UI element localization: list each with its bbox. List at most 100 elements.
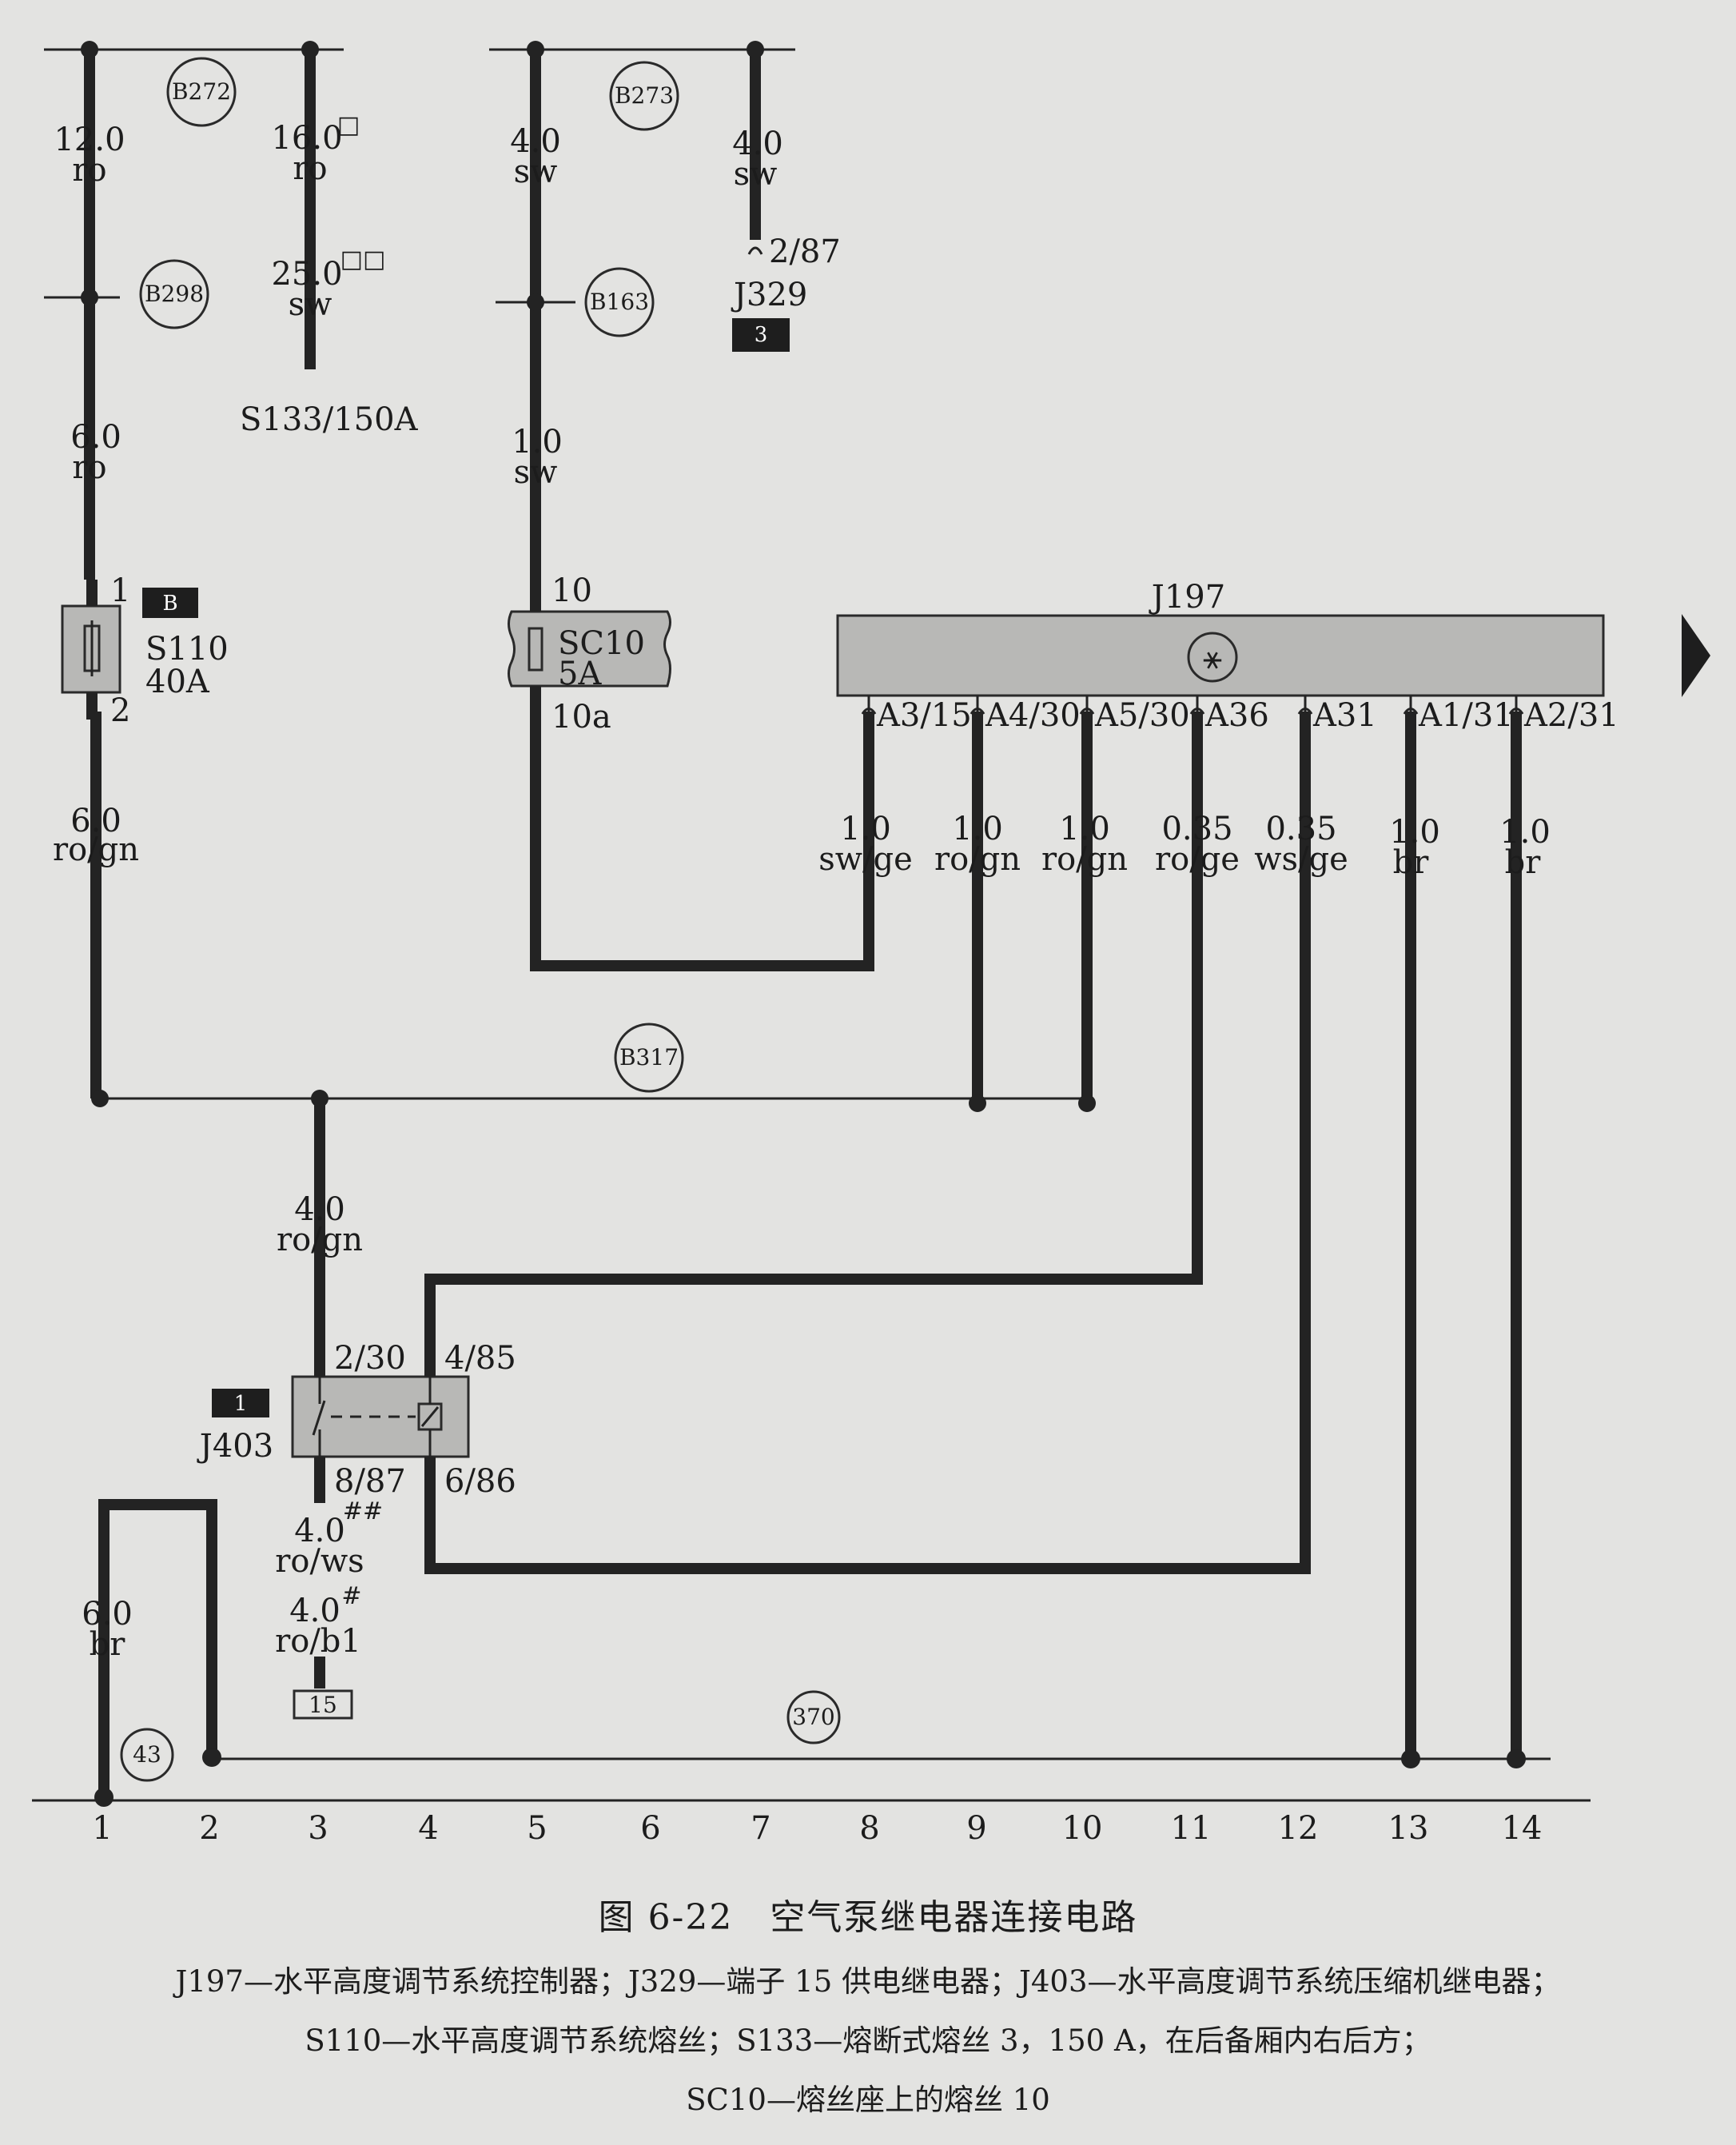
- figure-caption-line: J197—水平高度调节系统控制器；J329—端子 15 供电继电器；J403—水…: [175, 1964, 1561, 1999]
- svg-text:B273: B273: [615, 82, 674, 109]
- wire-size-label: 6.0: [82, 1596, 133, 1633]
- wire-color-label: ro/gn: [1041, 841, 1128, 878]
- j197-pin-a36: A36: [1204, 697, 1269, 734]
- j403-badge-text: 1: [234, 1392, 248, 1416]
- wire-mark: □□: [340, 245, 386, 273]
- control-unit-icon: [1187, 632, 1238, 683]
- wire-size-label: 4.0: [289, 1593, 340, 1629]
- fuse-icon: [528, 627, 543, 672]
- j197-pin-a4-30: A4/30: [985, 697, 1081, 734]
- wire-color-label: ws/ge: [1254, 841, 1348, 878]
- junction-dot: [1401, 1749, 1420, 1768]
- wire-size-label: 1.0: [840, 811, 891, 847]
- wire-color-label: br: [90, 1626, 126, 1663]
- wire-ground-col1-col2: [98, 1499, 217, 1799]
- wire-size-label: 16.0: [271, 120, 342, 157]
- wire-size-label: 1.0: [952, 811, 1003, 847]
- terminal-15-box: [293, 1689, 353, 1720]
- grid-number: 4: [418, 1810, 438, 1847]
- relay-switch-icon: [312, 1377, 416, 1457]
- wire-color-label: sw/ge: [818, 841, 913, 878]
- sc10-pin-top: 10: [551, 572, 592, 609]
- terminal-15-label: 15: [309, 1692, 337, 1718]
- wire-color-label: br: [1505, 844, 1542, 881]
- wire-size-label: 6.0: [70, 803, 121, 839]
- node-b272: B272: [166, 57, 237, 127]
- wire-sc10-to-j197-a3: [530, 712, 874, 971]
- wire-size-label: 6.0: [70, 419, 121, 456]
- sc10-name: SC10: [558, 625, 645, 662]
- wire-size-label: 1.0: [1389, 814, 1440, 851]
- wire-color-label: ro/ws: [275, 1543, 364, 1580]
- j197-pin-a3-15: A3/15: [876, 697, 972, 734]
- wire-color-label: ro/gn: [934, 841, 1021, 878]
- s110-badge-text: B: [162, 592, 177, 616]
- wire-size-label: 1.0: [1059, 811, 1110, 847]
- s110-pin-top: 1: [110, 572, 130, 609]
- svg-text:43: 43: [133, 1741, 161, 1768]
- s110-rating: 40A: [145, 664, 210, 700]
- junction-dot: [747, 41, 764, 58]
- j403-pin-out: 8/87: [334, 1463, 406, 1500]
- sc10-rating: 5A: [558, 656, 602, 692]
- grid-number: 13: [1388, 1810, 1429, 1847]
- junction-dot: [527, 293, 544, 311]
- control-unit-symbol: ⚹: [1203, 640, 1222, 676]
- svg-text:370: 370: [792, 1704, 834, 1730]
- junction-dot: [311, 1090, 328, 1107]
- grid-number: 10: [1062, 1810, 1103, 1847]
- wire-color-label: ro/gn: [277, 1222, 363, 1258]
- j197-pin-a1-31: A1/31: [1418, 697, 1514, 734]
- grid-number: 2: [199, 1810, 219, 1847]
- j197-pin-connectors: [861, 696, 1524, 715]
- wire-mark: ##: [343, 1497, 383, 1525]
- s133-label: S133/150A: [240, 401, 419, 438]
- wire-color-label: ro: [72, 152, 106, 189]
- figure-caption-title: 图 6-22 空气泵继电器连接电路: [598, 1897, 1138, 1938]
- junction-dot: [969, 1094, 986, 1112]
- svg-text:B163: B163: [590, 289, 649, 315]
- wire-color-label: sw: [289, 286, 332, 323]
- wiring-diagram: B272 B273 B298 B163 B317 370 43 12.0 ro …: [32, 41, 1710, 1847]
- wire-color-label: ro: [293, 150, 327, 187]
- wire-size-label: 1.0: [512, 424, 563, 460]
- junction-dot: [1507, 1749, 1526, 1768]
- grid-number: 14: [1502, 1810, 1543, 1847]
- s110-pin-bottom: 2: [110, 692, 130, 729]
- node-370: 370: [786, 1690, 841, 1744]
- j403-pin-in: 2/30: [334, 1340, 406, 1377]
- s110-name: S110: [145, 631, 229, 668]
- wire-size-label: 1.0: [1499, 814, 1551, 851]
- junction-dot: [527, 41, 544, 58]
- wire-color-label: sw: [514, 153, 558, 190]
- node-43: 43: [120, 1728, 174, 1782]
- grid-number: 11: [1171, 1810, 1212, 1847]
- wire-size-label: 0.35: [1161, 811, 1232, 847]
- j403-label: J403: [197, 1428, 273, 1465]
- grid-number: 12: [1278, 1810, 1319, 1847]
- svg-text:B272: B272: [172, 78, 231, 105]
- figure-caption-line: SC10—熔丝座上的熔丝 10: [686, 2083, 1050, 2117]
- j329-badge-text: 3: [755, 323, 768, 347]
- grid-number: 8: [859, 1810, 879, 1847]
- wire-mark: □: [337, 111, 360, 139]
- wire-j403-85-to-a36: [424, 712, 1203, 1348]
- junction-dot: [202, 1748, 221, 1767]
- wire-color-label: ro/b1: [275, 1623, 361, 1660]
- sc10-fuse-box: [508, 610, 671, 688]
- j403-pin-coil-bottom: 6/86: [444, 1463, 516, 1500]
- j197-box: [836, 614, 1605, 697]
- j403-badge: [212, 1389, 269, 1417]
- j197-pin-a2-31: A2/31: [1523, 697, 1619, 734]
- wire-color-label: ro: [72, 449, 106, 486]
- sc10-pin-bottom: 10a: [551, 699, 611, 736]
- grid-number: 6: [640, 1810, 660, 1847]
- wire-color-label: sw: [734, 156, 778, 193]
- svg-text:B317: B317: [619, 1044, 679, 1071]
- grid-number: 7: [751, 1810, 770, 1847]
- junction-dot: [81, 41, 98, 58]
- j197-pin-a31: A31: [1312, 697, 1377, 734]
- wire-size-label: 0.35: [1265, 811, 1336, 847]
- node-b163: B163: [584, 267, 655, 337]
- relay-coil-icon: [417, 1377, 443, 1457]
